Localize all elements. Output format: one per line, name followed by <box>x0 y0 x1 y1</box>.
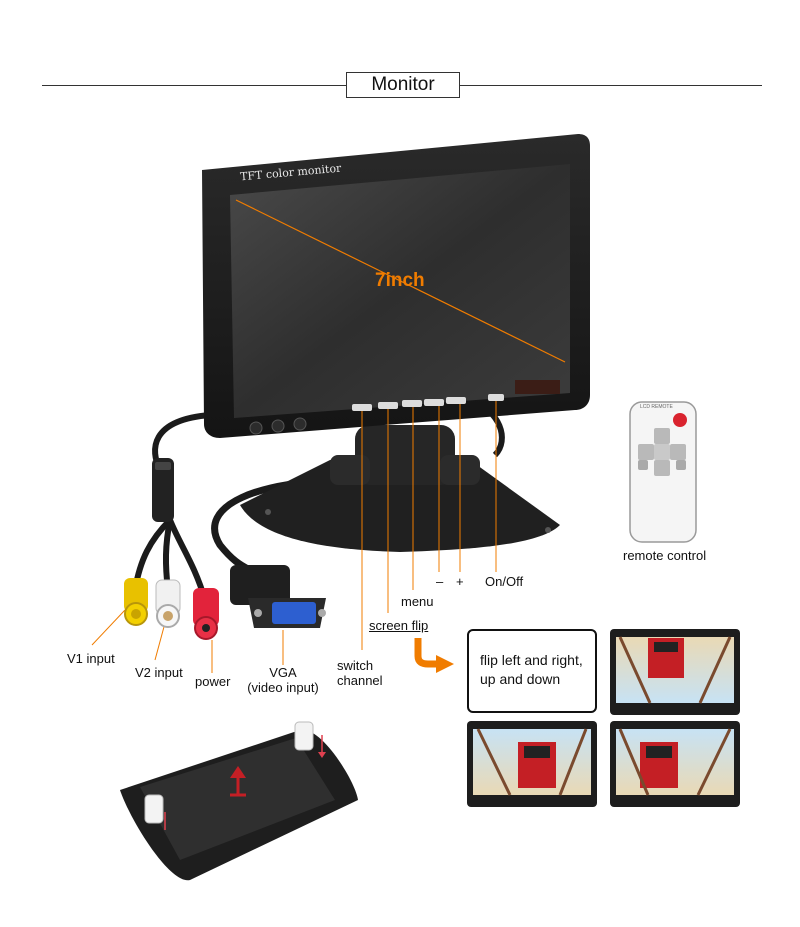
label-screen-flip: screen flip <box>369 618 429 633</box>
flip-line1: flip left and right, <box>480 652 583 668</box>
thumbnail-mirrored <box>610 721 740 807</box>
orange-arrow-icon <box>414 638 454 673</box>
label-switch-line1: switch <box>337 658 374 673</box>
label-remote-control: remote control <box>623 548 707 563</box>
header-rule-left <box>42 85 346 86</box>
thumbnail-normal <box>467 721 597 807</box>
header-rule-right <box>460 85 762 86</box>
label-plus: + <box>456 574 464 589</box>
vga-connector <box>230 565 326 628</box>
thumbnail-flipped-vertical <box>610 629 740 715</box>
flip-line2: up and down <box>480 671 561 687</box>
mounted-monitor-illustration <box>120 721 358 881</box>
label-minus: – <box>436 574 444 589</box>
label-v2-input: V2 input <box>135 665 183 680</box>
label-switch-line2: channel <box>337 673 383 688</box>
remote-control-image <box>629 401 697 543</box>
label-switch-channel: switch channel <box>337 658 383 688</box>
label-vga-line1: VGA <box>269 665 297 680</box>
label-vga-line2: (video input) <box>247 680 319 695</box>
label-vga: VGA (video input) <box>246 665 320 695</box>
yellow-rca-connector <box>124 578 148 626</box>
flip-description-box: flip left and right, up and down <box>467 629 597 713</box>
red-power-connector <box>193 588 219 640</box>
label-on-off: On/Off <box>485 574 524 589</box>
remote-brand-text: LCD REMOTE <box>640 404 673 410</box>
section-title: Monitor <box>346 72 460 98</box>
screen-size-label: 7inch <box>375 270 425 291</box>
label-v1-input: V1 input <box>67 651 115 666</box>
label-power: power <box>195 674 231 689</box>
white-rca-connector <box>155 579 181 628</box>
label-menu: menu <box>401 594 434 609</box>
